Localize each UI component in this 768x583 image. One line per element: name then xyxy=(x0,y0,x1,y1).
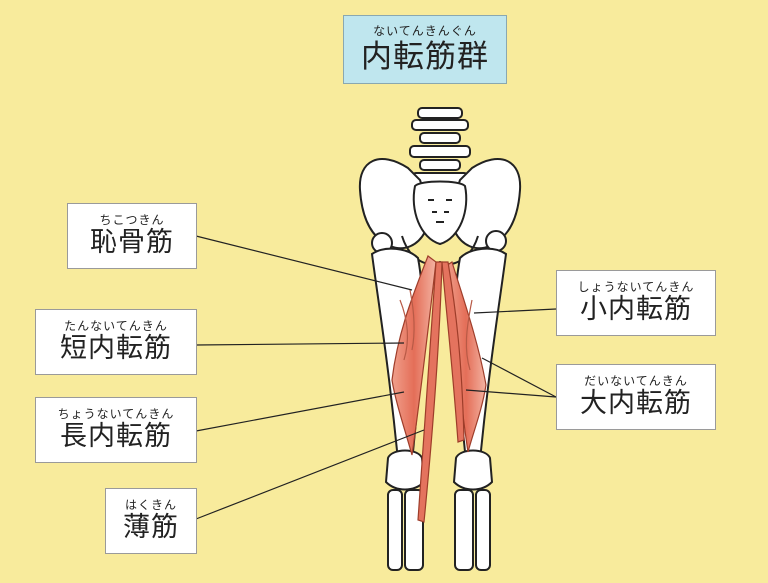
title-ruby: ないてんきんぐん xyxy=(373,23,477,38)
pelvis xyxy=(358,158,522,266)
spine xyxy=(409,107,471,185)
adductor-muscles-right xyxy=(441,261,487,453)
gracilis-ruby: はくきん xyxy=(124,498,177,512)
label-adductor-brevis: たんないてんきん 短内転筋 xyxy=(35,309,197,375)
pectineus-ruby: ちこつきん xyxy=(99,213,165,227)
adductor-brevis-name: 短内転筋 xyxy=(60,333,172,364)
label-pectineus: ちこつきん 恥骨筋 xyxy=(67,203,197,269)
adductor-minimus-name: 小内転筋 xyxy=(580,294,692,325)
sacrum-marks xyxy=(428,199,452,223)
adductor-brevis-ruby: たんないてんきん xyxy=(64,319,168,333)
adductor-minimus-ruby: しょうないてんきん xyxy=(577,280,695,294)
title-text: 内転筋群 xyxy=(361,38,489,75)
label-adductor-minimus: しょうないてんきん 小内転筋 xyxy=(556,270,716,336)
adductor-muscles-left xyxy=(391,255,443,523)
leader-lines xyxy=(195,235,557,520)
label-adductor-magnus: だいないてんきん 大内転筋 xyxy=(556,364,716,430)
label-adductor-longus: ちょうないてんきん 長内転筋 xyxy=(35,397,197,463)
knee-right xyxy=(452,449,494,571)
pectineus-name: 恥骨筋 xyxy=(90,227,174,258)
adductor-longus-ruby: ちょうないてんきん xyxy=(57,407,175,421)
label-gracilis: はくきん 薄筋 xyxy=(105,488,197,554)
adductor-longus-name: 長内転筋 xyxy=(60,421,172,452)
adductor-magnus-name: 大内転筋 xyxy=(580,388,692,419)
title-box: ないてんきんぐん 内転筋群 xyxy=(343,15,507,84)
adductor-magnus-ruby: だいないてんきん xyxy=(584,374,688,388)
gracilis-name: 薄筋 xyxy=(123,512,179,543)
